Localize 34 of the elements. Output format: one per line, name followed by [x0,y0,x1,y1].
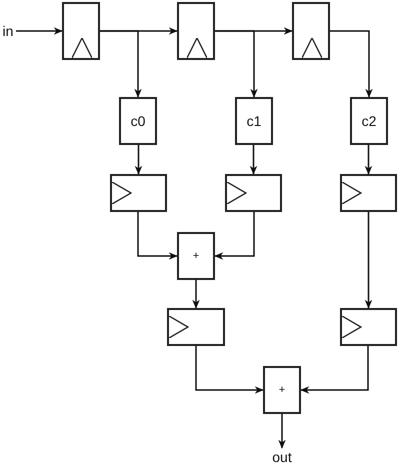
register-box [292,2,330,60]
coefficient-box [350,97,388,145]
register-box [225,174,282,212]
input-label: in [0,21,16,41]
arrow [195,346,264,394]
coefficient-label: c1 [246,114,262,128]
register-box [110,174,167,212]
arrow [300,346,369,394]
register-box [62,2,100,60]
arrow [16,27,63,35]
arrow [278,414,286,449]
arrow [215,30,258,98]
arrow [330,30,373,98]
register-box [167,308,225,346]
plus-sign: + [278,384,286,396]
arrow [364,212,372,309]
arrow [250,145,258,175]
arrow [192,280,200,309]
coefficient-label: c2 [362,114,376,128]
coefficient-box [119,97,157,145]
plus-sign: + [192,250,200,262]
arrow [100,30,142,98]
arrow [364,145,372,175]
arrow [134,145,142,175]
arrow [214,212,255,260]
adder-box [263,366,301,414]
adder-box [177,232,215,280]
coefficient-box [235,97,273,145]
output-label: out [268,448,296,465]
arrow [137,212,178,260]
register-box [177,2,215,60]
coefficient-label: c0 [130,114,146,128]
register-box [340,174,397,212]
register-box [340,308,397,346]
